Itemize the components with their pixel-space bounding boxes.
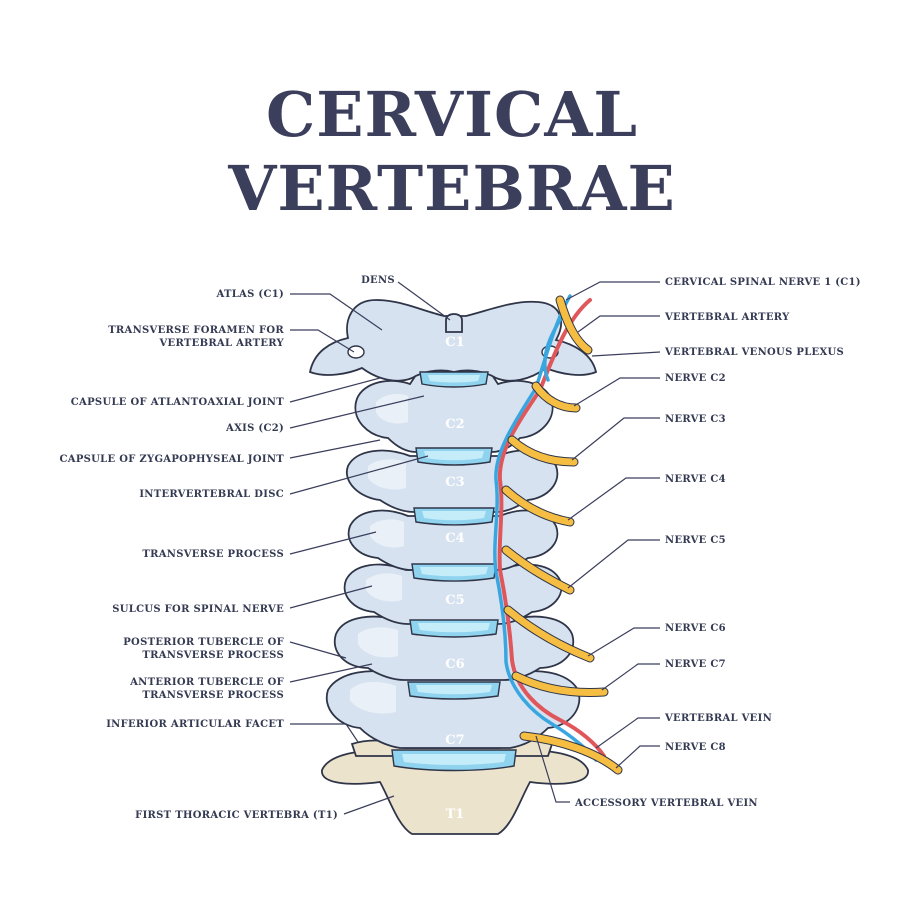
- label-first-thoracic: FIRST THORACIC VERTEBRA (T1): [135, 810, 338, 821]
- label-nerve-c4: NERVE C4: [665, 474, 726, 485]
- disc-c6-c7: [407, 681, 501, 700]
- label-anterior-tubercle-1: ANTERIOR TUBERCLE OF: [129, 677, 284, 688]
- disc-c5-c6: [409, 619, 499, 638]
- disc-c2-c3: [415, 447, 493, 466]
- vertebra-label-t1: T1: [446, 807, 465, 822]
- label-cervical-spinal-nerve-1: CERVICAL SPINAL NERVE 1 (C1): [665, 277, 861, 288]
- vertebra-c2-axis: [354, 371, 554, 453]
- label-posterior-tubercle-1: POSTERIOR TUBERCLE OF: [123, 637, 284, 648]
- leader-accessory-vertebral-vein: [535, 735, 570, 803]
- label-vertebral-vein: VERTEBRAL VEIN: [664, 713, 772, 724]
- vertebra-label-c7: C7: [445, 733, 464, 748]
- label-nerve-c6: NERVE C6: [665, 623, 726, 634]
- vertebra-label-c6: C6: [445, 657, 464, 672]
- right-labels: CERVICAL SPINAL NERVE 1 (C1) VERTEBRAL A…: [565, 277, 861, 769]
- vertebra-c3: [345, 449, 559, 513]
- label-nerve-c5: NERVE C5: [665, 535, 726, 546]
- label-inferior-articular-facet: INFERIOR ARTICULAR FACET: [106, 719, 284, 730]
- title-line-2: VERTEBRAE: [228, 152, 676, 225]
- label-nerve-c3: NERVE C3: [665, 414, 726, 425]
- label-nerve-c8: NERVE C8: [665, 742, 726, 753]
- title-line-1: CERVICAL: [265, 78, 639, 151]
- disc-c7-t1: [391, 749, 517, 772]
- label-vertebral-venous-plexus: VERTEBRAL VENOUS PLEXUS: [664, 347, 844, 358]
- vertebra-label-c2: C2: [445, 417, 464, 432]
- label-vertebral-artery: VERTEBRAL ARTERY: [664, 312, 790, 323]
- disc-c1-c2: [419, 371, 489, 388]
- label-transverse-foramen-2: VERTEBRAL ARTERY: [158, 338, 284, 349]
- label-nerve-c2: NERVE C2: [665, 373, 726, 384]
- vertebra-c1-atlas: [308, 299, 598, 382]
- label-capsule-atlantoaxial: CAPSULE OF ATLANTOAXIAL JOINT: [71, 397, 284, 408]
- left-labels: ATLAS (C1) TRANSVERSE FORAMEN FOR VERTEB…: [60, 289, 429, 821]
- label-accessory-vertebral-vein: ACCESSORY VERTEBRAL VEIN: [574, 798, 758, 809]
- nerves: [501, 295, 623, 775]
- leader-dens: [397, 281, 451, 321]
- vertebra-c4: [347, 509, 559, 571]
- disc-c4-c5: [411, 563, 497, 582]
- label-posterior-tubercle-2: TRANSVERSE PROCESS: [142, 650, 284, 661]
- label-intervertebral-disc: INTERVERTEBRAL DISC: [139, 489, 284, 500]
- label-anterior-tubercle-2: TRANSVERSE PROCESS: [142, 690, 284, 701]
- label-capsule-zygapophyseal: CAPSULE OF ZYGAPOPHYSEAL JOINT: [60, 454, 285, 465]
- disc-c3-c4: [413, 507, 495, 526]
- label-transverse-process: TRANSVERSE PROCESS: [142, 549, 284, 560]
- label-axis: AXIS (C2): [225, 423, 284, 434]
- label-atlas: ATLAS (C1): [215, 289, 284, 300]
- label-nerve-c7: NERVE C7: [665, 659, 726, 670]
- vertebra-label-c1: C1: [445, 335, 464, 350]
- vertebra-label-c5: C5: [445, 593, 464, 608]
- vertebra-label-c3: C3: [445, 475, 464, 490]
- label-dens: DENS: [361, 275, 395, 286]
- label-sulcus-spinal-nerve: SULCUS FOR SPINAL NERVE: [112, 604, 284, 615]
- label-transverse-foramen-1: TRANSVERSE FORAMEN FOR: [108, 325, 284, 336]
- vertebra-label-c4: C4: [445, 531, 464, 546]
